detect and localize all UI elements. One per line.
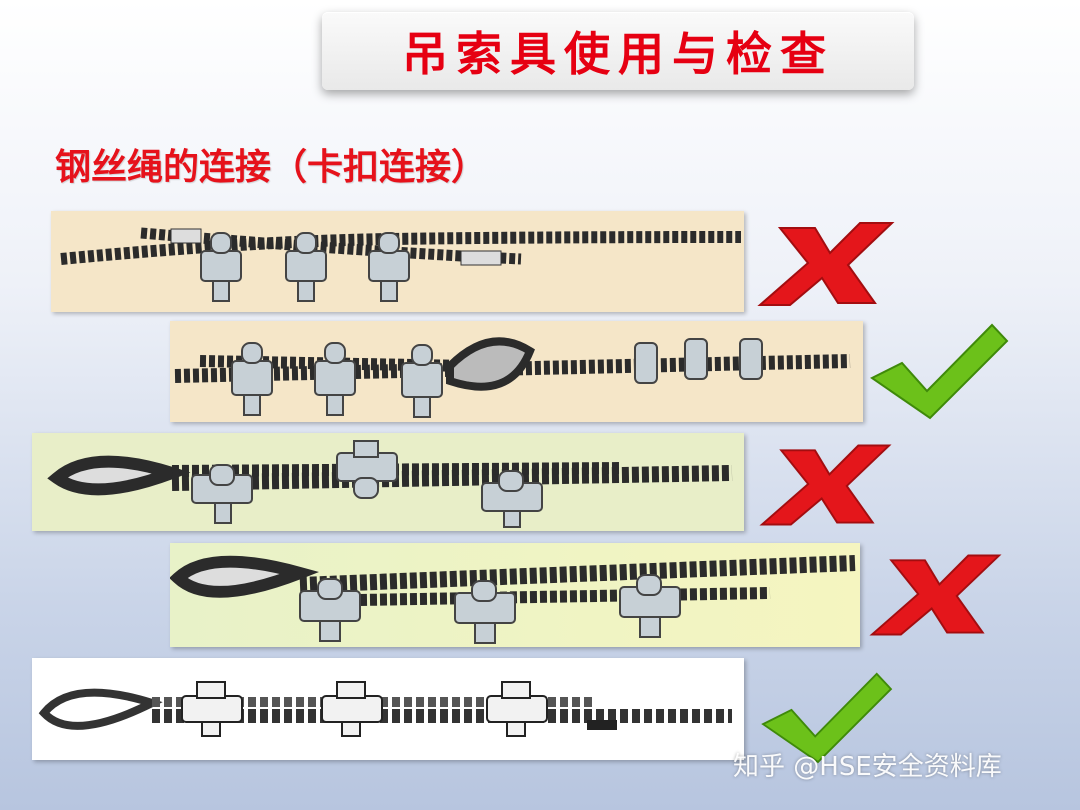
green-check-icon: [870, 323, 1009, 420]
watermark: 知乎 @HSE安全资料库: [733, 752, 1002, 782]
wire-rope-clip-illustration-3: [32, 433, 744, 531]
wire-rope-clip-illustration-4: [170, 543, 860, 647]
section-subtitle: 钢丝绳的连接（卡扣连接）: [55, 147, 488, 188]
page-title: 吊索具使用与检查: [402, 27, 834, 81]
green-check-icon: [761, 672, 893, 764]
wire-rope-clip-illustration-5: [32, 658, 744, 760]
wire-rope-clip-illustration-2: [170, 321, 863, 422]
red-cross-icon: [759, 444, 892, 526]
wire-rope-clip-illustration-1: [51, 211, 744, 312]
title-banner: 吊索具使用与检查: [322, 12, 914, 90]
red-cross-icon: [757, 222, 895, 306]
red-cross-icon: [869, 552, 1002, 638]
